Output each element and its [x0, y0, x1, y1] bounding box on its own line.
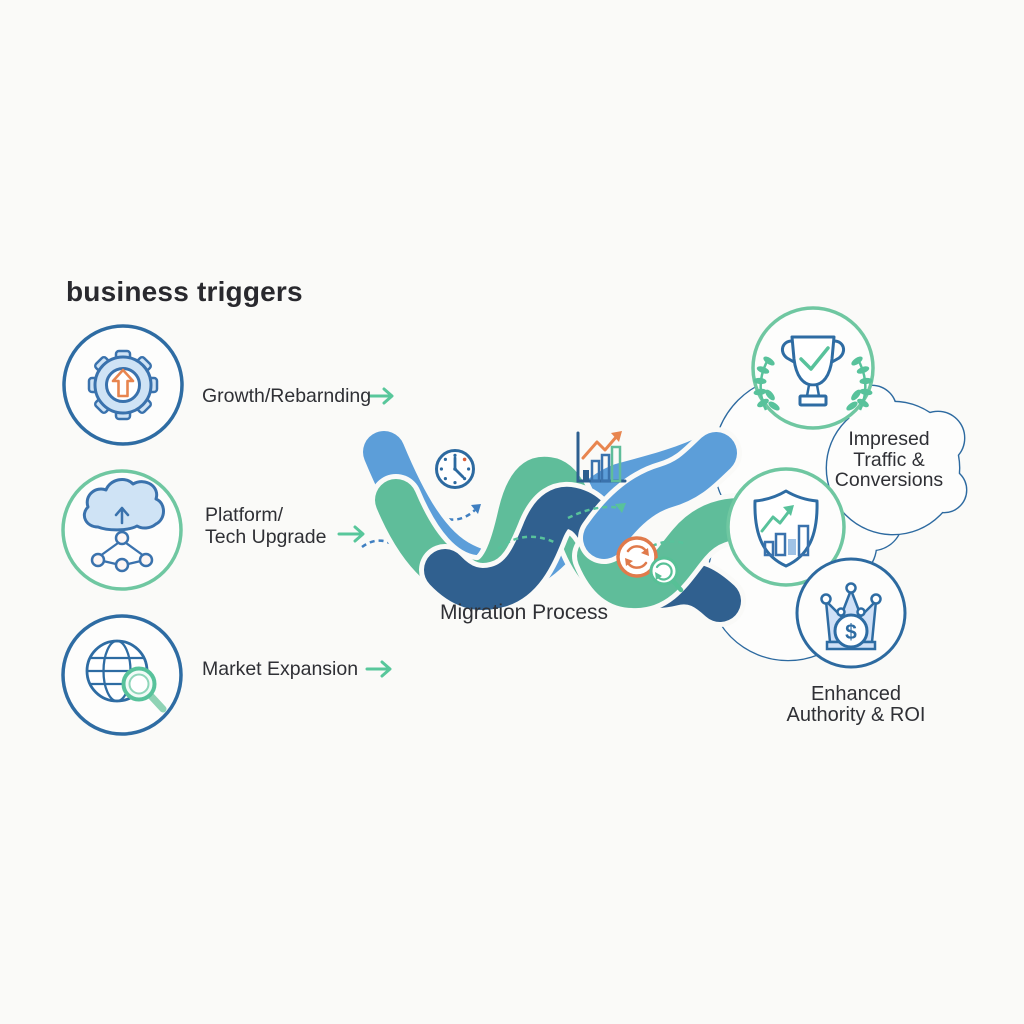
wave-ribbon: [358, 426, 783, 627]
dollar-symbol: $: [845, 621, 857, 644]
trigger-label-market: Market Expansion: [202, 658, 359, 680]
trigger-label-growth: Growth/Rebarnding: [202, 385, 372, 407]
trigger-label-platform: Platform/ Tech Upgrade: [205, 504, 327, 548]
outcome-label-traffic: Impresed Traffic & Conversions: [834, 428, 944, 491]
page-title: business triggers: [66, 276, 303, 307]
growth-chart-icon: [576, 431, 627, 483]
speech-bubble-fill: [827, 386, 966, 534]
laurel-right: [846, 356, 873, 411]
arrow-right-icon-growth: [368, 387, 394, 405]
sync-refresh-icon: [616, 536, 658, 578]
crown-dollar-icon: $: [820, 582, 882, 651]
gear-up-arrow-icon: [87, 349, 159, 421]
dashed-arrowhead-right: [471, 504, 481, 514]
outcome-label-authority: Enhanced Authority & ROI: [786, 683, 926, 726]
arrow-right-icon-platform: [337, 525, 365, 543]
globe-search-icon: [85, 639, 167, 713]
laurel-left: [753, 356, 780, 411]
clock-icon: [435, 449, 475, 489]
trophy-laurel-check-icon: [753, 335, 873, 411]
search-refresh-icon: [649, 556, 684, 593]
shield-analytics-icon: [753, 489, 819, 568]
arrow-right-icon-market: [365, 660, 392, 678]
dashed-flow-front: [497, 505, 688, 550]
process-label: Migration Process: [439, 601, 609, 624]
cloud-network-icon: [82, 477, 165, 573]
dashed-arrowhead-green: [615, 503, 626, 513]
